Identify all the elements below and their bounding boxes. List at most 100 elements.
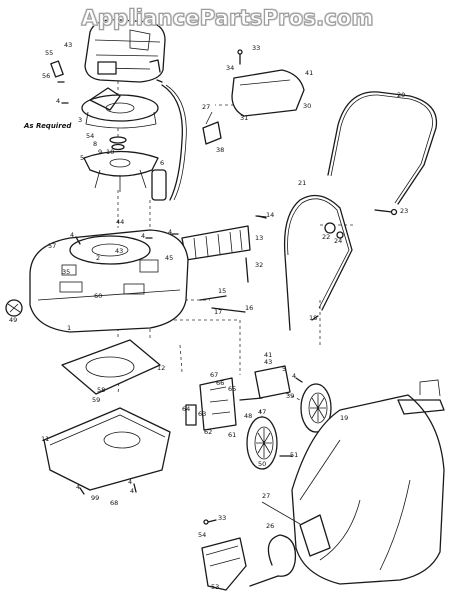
watermark-logo: AppliancePartsPros.com [81,6,374,31]
as-required-note: As Required [23,122,72,130]
strap-line-27 [261,501,301,525]
callout-c54b: 54 [198,531,206,539]
callout-c51: 51 [290,451,298,459]
callout-c64: 64 [182,405,190,413]
callout-c66: 66 [216,379,224,387]
callout-c99: 99 [91,494,99,502]
callout-c47: 47 [258,408,266,416]
callout-c14: 14 [266,211,274,219]
handle-knob-22 [324,222,344,239]
callout-c30: 30 [303,102,311,110]
callout-c63: 63 [198,410,206,418]
callout-c4d: 4 [70,231,74,239]
callout-c1: 1 [67,324,71,332]
callout-c33b: 33 [218,514,226,522]
callout-c4a: 4 [56,97,60,105]
callout-c59: 59 [92,396,100,404]
impeller-fan [81,87,159,129]
callout-c34: 34 [226,64,234,72]
callout-c24: 24 [334,237,342,245]
callout-c32: 32 [255,261,263,269]
callout-c12: 12 [157,364,165,372]
callout-c2: 2 [96,254,100,262]
callout-c22: 22 [322,233,330,241]
callout-c48: 48 [244,412,252,420]
upper-handle-20 [327,91,438,205]
bottom-plate-12 [61,339,161,395]
callout-c45: 45 [165,254,173,262]
callout-c16: 16 [245,304,253,312]
discharge-chute [201,537,247,591]
callout-c23: 23 [400,207,408,215]
callout-c5b: 5 [282,365,286,373]
callout-c33a: 33 [252,44,260,52]
callout-c39: 39 [286,392,294,400]
callout-c11: 11 [41,435,49,443]
rod-32 [245,257,249,283]
callout-c13: 13 [255,234,263,242]
callout-c21: 21 [298,179,306,187]
bracket-pin [149,59,163,83]
callout-c58: 58 [97,386,105,394]
callout-c6: 6 [160,159,164,167]
callout-c43c: 43 [264,358,272,366]
bracket-6 [151,169,167,201]
callout-c20: 20 [397,91,405,99]
callout-c44: 44 [116,218,124,226]
callout-c62: 62 [204,428,212,436]
callout-c60: 60 [94,292,102,300]
callout-c43a: 43 [64,41,72,49]
callout-c26: 26 [266,522,274,530]
callout-c67: 67 [210,371,218,379]
callout-c61: 61 [228,431,236,439]
callout-c8: 8 [93,140,97,148]
fastener-screws [61,102,319,495]
callout-c35: 35 [62,268,70,276]
callout-c3: 3 [78,116,82,124]
top-cover-41 [231,69,305,117]
callout-c43b: 43 [115,247,123,255]
collection-bag [291,379,445,585]
wheel-cap-49 [5,299,23,317]
callout-c27a: 27 [202,103,210,111]
callout-c38: 38 [216,146,224,154]
lower-handle-21 [283,194,353,331]
callout-c9: 9 [98,148,102,156]
cable-hose [161,84,187,201]
callout-c4c: 4 [168,228,172,236]
callout-c18: 18 [309,314,317,322]
callout-c56: 56 [42,72,50,80]
callout-c50: 50 [258,460,266,468]
callout-c19: 19 [340,414,348,422]
screw-33-bottom [203,519,217,525]
callout-c31: 31 [240,114,248,122]
main-deck-housing [29,229,189,333]
blade-assembly [83,150,159,192]
callout-c41b: 41 [264,351,272,359]
callout-c4e: 4 [292,372,296,380]
bottom-housing-11 [43,407,171,491]
callout-c4h: 4 [130,487,134,495]
callout-c57: 57 [48,242,56,250]
callout-c68: 68 [110,499,118,507]
axle-bracket-assembly [185,365,291,431]
callout-c27b: 27 [262,492,270,500]
callout-c55: 55 [45,49,53,57]
wheel-front-50 [246,416,278,470]
callout-c10: 10 [106,148,114,156]
callout-c49: 49 [9,316,17,324]
callout-c53: 53 [211,583,219,591]
callout-c15: 15 [218,287,226,295]
callout-c5: 5 [80,154,84,162]
callout-c17: 17 [214,308,222,316]
grille-13 [181,225,251,261]
clip-27 [202,111,222,145]
wheel-rear-19 [300,383,332,433]
screw-33-top [237,49,243,65]
callout-c4b: 4 [141,232,145,240]
callout-c54: 54 [86,132,94,140]
callout-c41: 41 [305,69,313,77]
bag-strap-26 [249,534,297,587]
